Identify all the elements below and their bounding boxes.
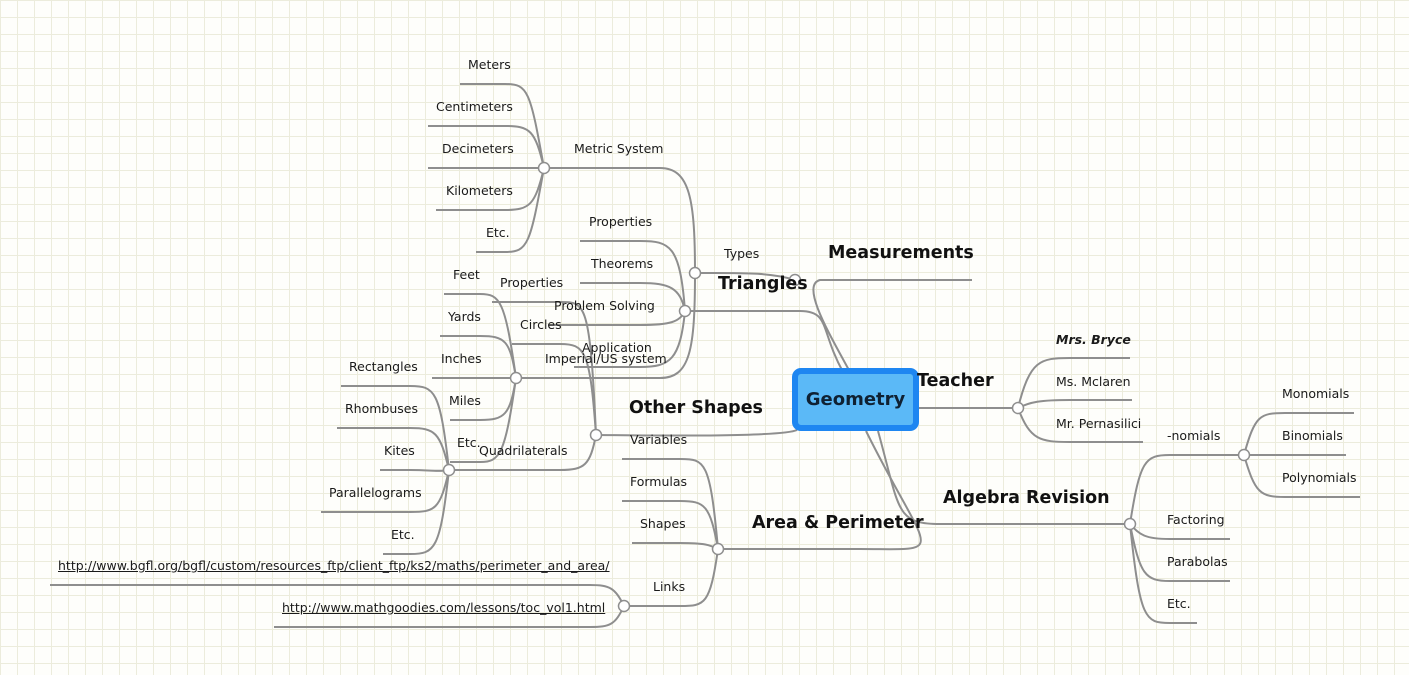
node-algebra-etc[interactable]: Etc.: [1167, 596, 1191, 611]
node-formulas[interactable]: Formulas: [630, 474, 688, 489]
node-mrs-bryce[interactable]: Mrs. Bryce: [1056, 332, 1131, 347]
edge-root-othershapes: [595, 429, 798, 437]
node-factoring[interactable]: Factoring: [1167, 512, 1225, 527]
node-polynomials[interactable]: Polynomials: [1282, 470, 1357, 485]
node-circles[interactable]: Circles: [520, 317, 562, 332]
node-junction: [788, 273, 802, 287]
node-junction: [509, 371, 523, 385]
node-metric-etc[interactable]: Etc.: [486, 225, 510, 240]
node-parallelograms[interactable]: Parallelograms: [329, 485, 422, 500]
node-junction: [688, 266, 702, 280]
node-links[interactable]: Links: [653, 579, 686, 594]
node-inches[interactable]: Inches: [441, 351, 482, 366]
node-centimeters[interactable]: Centimeters: [436, 99, 513, 114]
node-shape-properties[interactable]: Properties: [500, 275, 564, 290]
node-types[interactable]: Types: [724, 246, 760, 261]
node-junction: [617, 599, 631, 613]
node-variables[interactable]: Variables: [630, 432, 688, 447]
node-kites[interactable]: Kites: [384, 443, 415, 458]
node-junction: [1011, 401, 1025, 415]
branch-teacher[interactable]: Teacher: [917, 371, 994, 391]
node-monomials[interactable]: Monomials: [1282, 386, 1350, 401]
node-imperial-etc[interactable]: Etc.: [457, 435, 481, 450]
node-yards[interactable]: Yards: [448, 309, 481, 324]
node-quad-etc[interactable]: Etc.: [391, 527, 415, 542]
node-ms-mclaren[interactable]: Ms. Mclaren: [1056, 374, 1131, 389]
edge-root-algebra: [877, 430, 1130, 525]
edge-root-area: [718, 430, 922, 551]
node-quadrilaterals[interactable]: Quadrilaterals: [479, 443, 568, 458]
node-triangle-properties[interactable]: Properties: [589, 214, 653, 229]
node-miles[interactable]: Miles: [449, 393, 481, 408]
node-junction: [1237, 448, 1251, 462]
node-mr-pernasilici[interactable]: Mr. Pernasilici: [1056, 416, 1142, 431]
node-kilometers[interactable]: Kilometers: [446, 183, 513, 198]
link-bgfl[interactable]: http://www.bgfl.org/bgfl/custom/resource…: [58, 558, 610, 573]
link-mathgoodies[interactable]: http://www.mathgoodies.com/lessons/toc_v…: [282, 600, 606, 615]
node-imperial-system[interactable]: Imperial/US system: [545, 351, 667, 366]
branch-area-perimeter[interactable]: Area & Perimeter: [752, 513, 924, 533]
node-junction: [1123, 517, 1137, 531]
node-feet[interactable]: Feet: [453, 267, 480, 282]
node-meters[interactable]: Meters: [468, 57, 511, 72]
node-application[interactable]: Application: [582, 340, 652, 355]
node-parabolas[interactable]: Parabolas: [1167, 554, 1228, 569]
branch-measurements[interactable]: Measurements: [828, 243, 974, 263]
node-junction: [537, 161, 551, 175]
node-theorems[interactable]: Theorems: [591, 256, 654, 271]
node-binomials[interactable]: Binomials: [1282, 428, 1343, 443]
node-shapes[interactable]: Shapes: [640, 516, 686, 531]
node-decimeters[interactable]: Decimeters: [442, 141, 514, 156]
node-rhombuses[interactable]: Rhombuses: [345, 401, 419, 416]
edge-root-measurements: [812, 279, 972, 373]
node-problem-solving[interactable]: Problem Solving: [554, 298, 655, 313]
node-junction: [589, 428, 603, 442]
node-junction: [711, 542, 725, 556]
branch-other-shapes[interactable]: Other Shapes: [629, 398, 763, 418]
branch-triangles[interactable]: Triangles: [718, 274, 808, 294]
node-junction: [678, 304, 692, 318]
root-node-geometry[interactable]: Geometry: [792, 368, 919, 431]
branch-algebra-revision[interactable]: Algebra Revision: [943, 488, 1110, 508]
node-metric-system[interactable]: Metric System: [574, 141, 664, 156]
node-nomials[interactable]: -nomials: [1167, 428, 1221, 443]
node-rectangles[interactable]: Rectangles: [349, 359, 418, 374]
edge-root-triangles: [685, 310, 844, 373]
node-junction: [442, 463, 456, 477]
